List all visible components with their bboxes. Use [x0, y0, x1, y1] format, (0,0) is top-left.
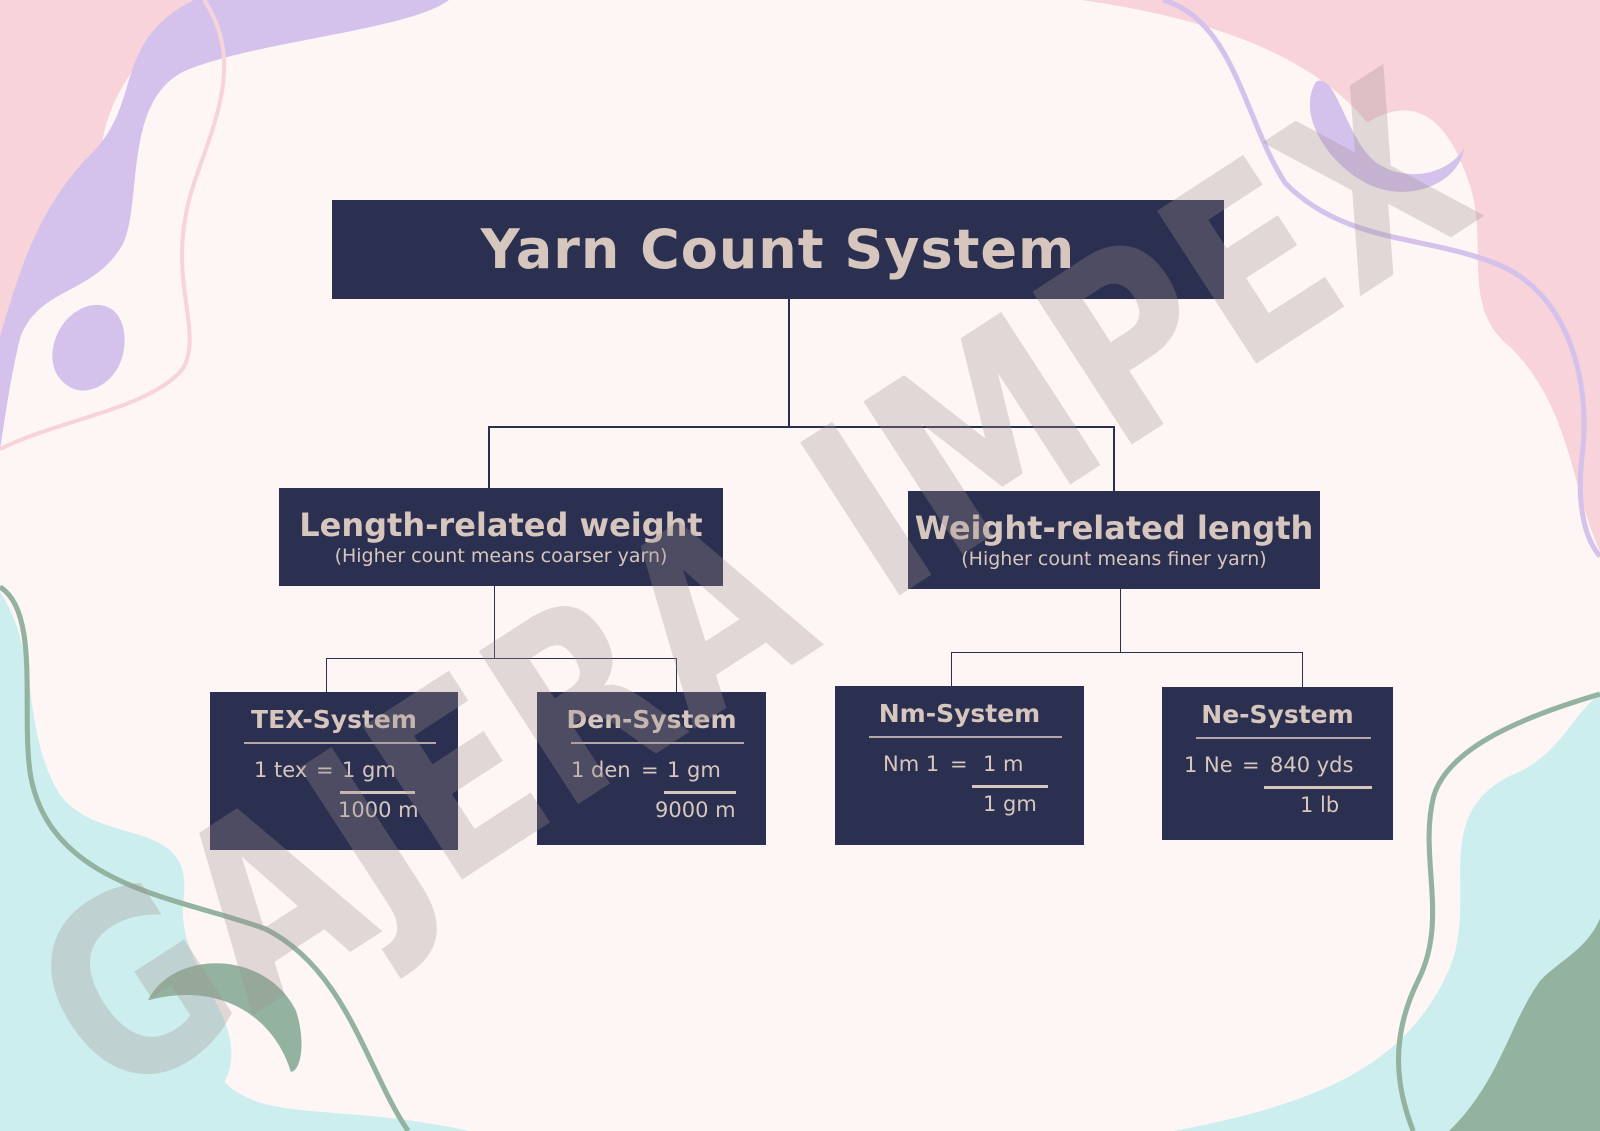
branch-heading: Weight-related length [914, 509, 1314, 547]
sage-leaf [147, 963, 302, 1072]
ne-system-box: Ne-System 1 Ne = 840 yds 1 lb [1162, 687, 1393, 840]
connector-to-nm [951, 652, 952, 686]
formula-lhs: 1 den [571, 758, 631, 782]
formula: 1 Ne = 840 yds 1 lb [1162, 739, 1393, 839]
branch-note: (Higher count means finer yarn) [961, 548, 1267, 570]
divider [571, 742, 744, 744]
formula-lhs: 1 tex [254, 758, 308, 782]
cyan-blob-bottom-left [0, 592, 470, 1131]
equals-sign: = [950, 752, 968, 776]
lavender-dot [52, 304, 125, 391]
formula-lhs: 1 Ne [1184, 753, 1233, 777]
numerator: 1 gm [667, 758, 721, 782]
formula-lhs: Nm 1 [883, 752, 940, 776]
lavender-curve-right [1162, 0, 1600, 558]
system-name: TEX-System [251, 705, 417, 734]
lavender-swirl [1309, 80, 1465, 192]
connector-to-ne [1302, 652, 1303, 687]
tex-system-box: TEX-System 1 tex = 1 gm 1000 m [210, 692, 458, 850]
lavender-blob-top-left [0, 0, 449, 450]
fraction-bar [340, 791, 415, 794]
numerator: 1 gm [342, 758, 396, 782]
den-system-box: Den-System 1 den = 1 gm 9000 m [537, 692, 766, 845]
connector-to-right-branch [1113, 426, 1115, 491]
connector-left-horizontal [326, 658, 677, 659]
connector-left-branch-down [494, 586, 495, 658]
divider [869, 736, 1062, 738]
connector-to-den [676, 658, 677, 692]
connector-right-horizontal [951, 652, 1303, 653]
equals-sign: = [316, 758, 334, 782]
fraction-bar [972, 785, 1048, 788]
connector-root-down [788, 299, 790, 427]
formula: 1 den = 1 gm 9000 m [537, 744, 766, 844]
page-title: Yarn Count System [480, 218, 1076, 281]
pink-blob-top-left [0, 0, 205, 348]
branch-note: (Higher count means coarser yarn) [334, 545, 668, 567]
denominator: 1 lb [1300, 793, 1340, 817]
sage-blob-bottom-right [1448, 918, 1600, 1131]
connector-to-left-branch [488, 426, 490, 488]
system-name: Nm-System [878, 699, 1041, 728]
numerator: 840 yds [1270, 753, 1354, 777]
formula: Nm 1 = 1 m 1 gm [835, 738, 1084, 838]
connector-to-tex [326, 658, 327, 692]
pink-curve-left [0, 0, 227, 451]
numerator: 1 m [983, 752, 1024, 776]
nm-system-box: Nm-System Nm 1 = 1 m 1 gm [835, 686, 1084, 845]
equals-sign: = [1242, 753, 1260, 777]
branch-heading: Length-related weight [299, 506, 703, 544]
divider [1196, 737, 1371, 739]
formula: 1 tex = 1 gm 1000 m [210, 744, 458, 844]
cyan-blob-bottom-right [1173, 694, 1600, 1131]
fraction-bar [1264, 786, 1372, 789]
system-name: Ne-System [1201, 700, 1354, 729]
denominator: 1 gm [983, 792, 1037, 816]
divider [244, 742, 436, 744]
branch-length-related-weight: Length-related weight (Higher count mean… [279, 488, 723, 586]
equals-sign: = [641, 758, 659, 782]
connector-root-horizontal [488, 426, 1115, 428]
denominator: 1000 m [338, 798, 419, 822]
denominator: 9000 m [655, 798, 736, 822]
connector-right-branch-down [1120, 589, 1121, 652]
fraction-bar [664, 791, 736, 794]
sage-curve-right [1396, 691, 1600, 1131]
pink-blob-top-right [1081, 0, 1600, 552]
root-title-box: Yarn Count System [332, 200, 1224, 299]
branch-weight-related-length: Weight-related length (Higher count mean… [908, 491, 1320, 589]
sage-curve-left [0, 584, 411, 1131]
system-name: Den-System [566, 705, 737, 734]
